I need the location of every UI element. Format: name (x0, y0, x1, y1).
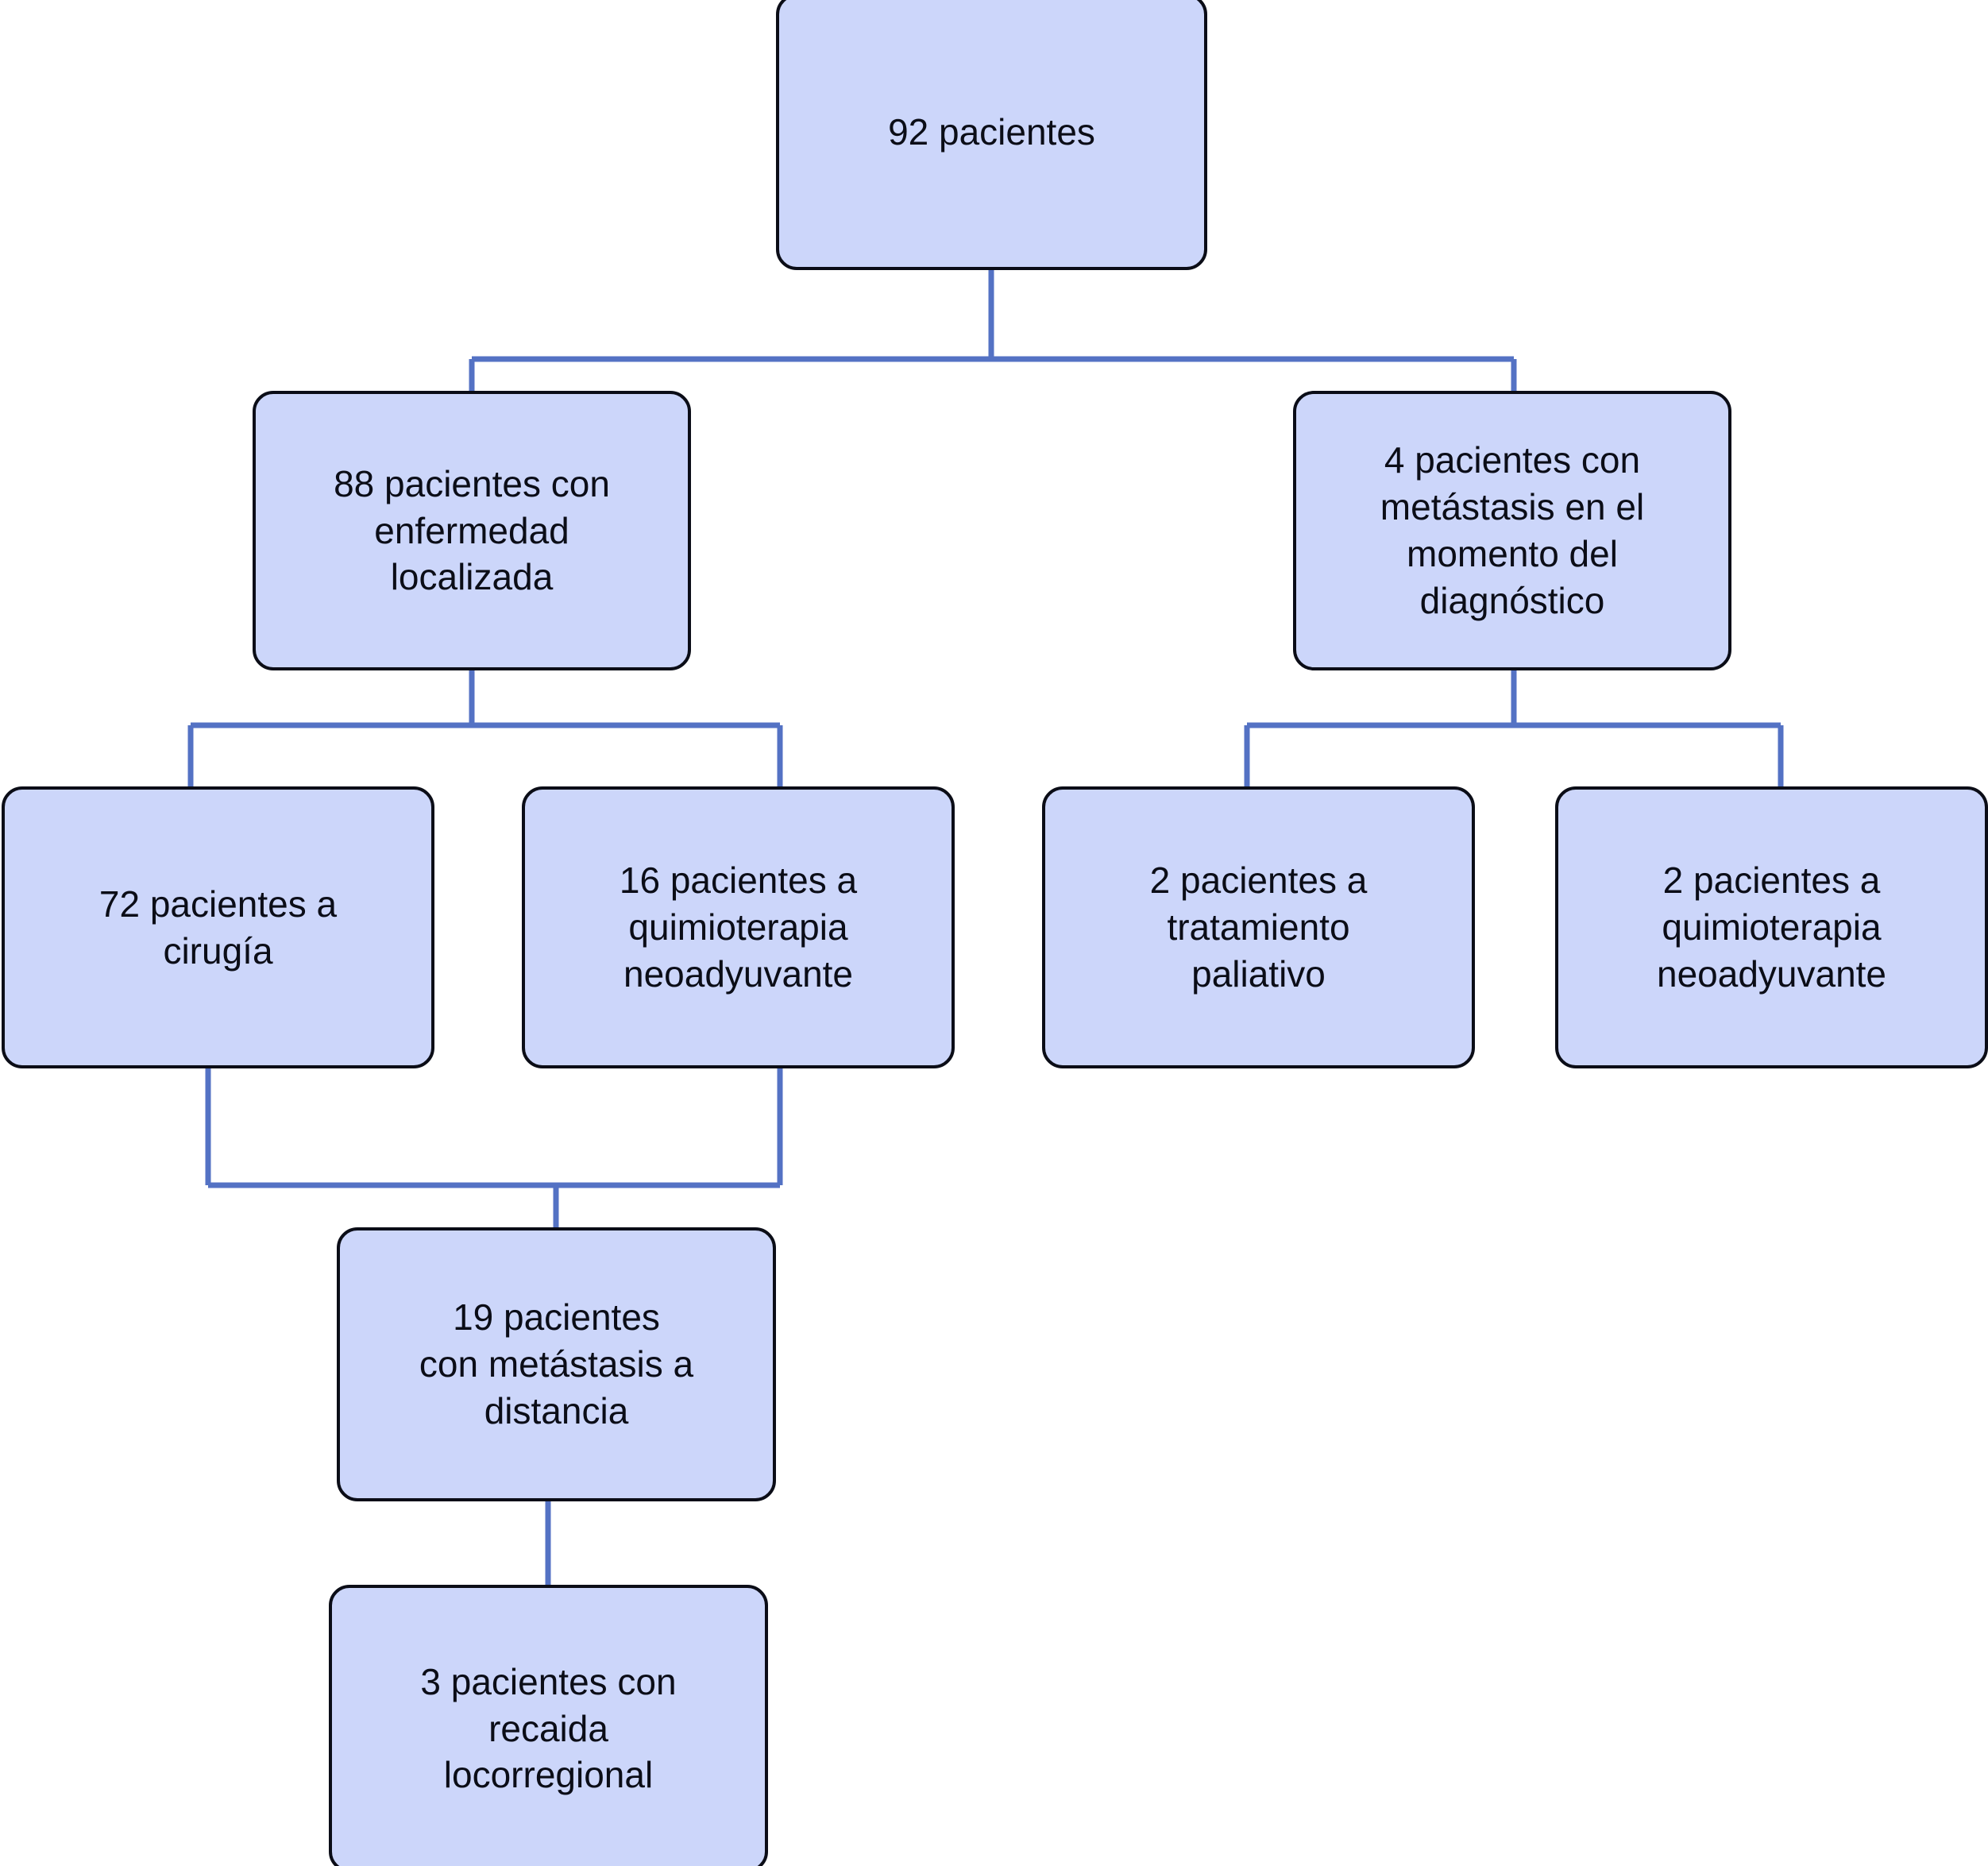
node-palliative-treatment-label: 2 pacientes a tratamiento paliativo (1149, 860, 1368, 995)
node-locoregional-relapse-label: 3 pacientes con recaida locorregional (420, 1660, 677, 1796)
node-distant-metastasis-label: 19 pacientes con metástasis a distancia (419, 1296, 694, 1431)
node-neoadjuvant-chemo-localized[interactable]: 16 pacientes a quimioterapia neoadyuvant… (522, 786, 955, 1068)
node-root-label: 92 pacientes (888, 110, 1095, 153)
node-localized-disease[interactable]: 88 pacientes con enfermedad localizada (253, 391, 691, 670)
node-surgery-label: 72 pacientes a cirugía (98, 883, 338, 972)
node-metastatic-at-diagnosis-label: 4 pacientes con metástasis en el momento… (1380, 439, 1645, 621)
node-root[interactable]: 92 pacientes (776, 0, 1207, 270)
node-neoadjuvant-chemo-metastatic-label: 2 pacientes a quimioterapia neoadyuvante (1656, 860, 1887, 995)
node-neoadjuvant-chemo-localized-label: 16 pacientes a quimioterapia neoadyuvant… (619, 860, 858, 995)
node-surgery[interactable]: 72 pacientes a cirugía (2, 786, 434, 1068)
node-metastatic-at-diagnosis[interactable]: 4 pacientes con metástasis en el momento… (1293, 391, 1731, 670)
node-neoadjuvant-chemo-metastatic[interactable]: 2 pacientes a quimioterapia neoadyuvante (1555, 786, 1988, 1068)
node-localized-disease-label: 88 pacientes con enfermedad localizada (334, 462, 610, 598)
node-palliative-treatment[interactable]: 2 pacientes a tratamiento paliativo (1042, 786, 1475, 1068)
node-locoregional-relapse[interactable]: 3 pacientes con recaida locorregional (329, 1585, 768, 1866)
node-distant-metastasis[interactable]: 19 pacientes con metástasis a distancia (337, 1227, 776, 1501)
